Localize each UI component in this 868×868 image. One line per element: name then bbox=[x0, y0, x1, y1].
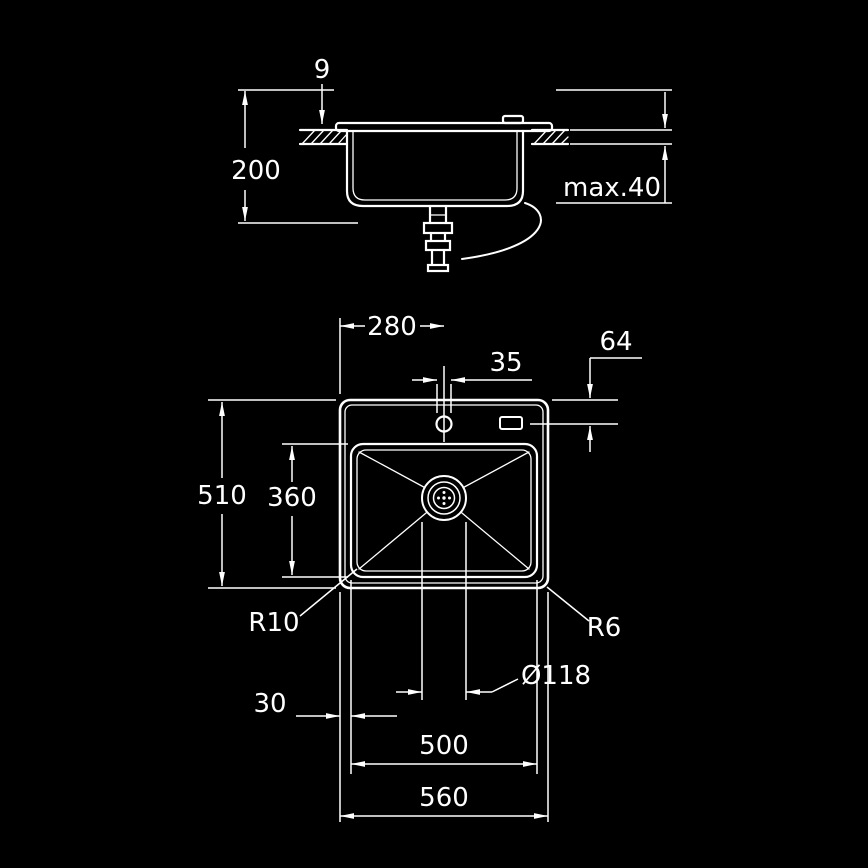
dim-label-510: 510 bbox=[197, 481, 247, 511]
dim-label-200: 200 bbox=[231, 156, 281, 186]
leader-line-r10 bbox=[299, 568, 358, 617]
remote-control-hole bbox=[499, 416, 523, 430]
dim-label-280: 280 bbox=[367, 312, 417, 342]
leader-line-118 bbox=[491, 678, 519, 693]
dim-label-9: 9 bbox=[314, 55, 331, 85]
side-view-dimensions bbox=[238, 84, 672, 224]
bowl-outer-wall bbox=[345, 129, 525, 208]
drain-trap bbox=[422, 204, 454, 273]
leader-line-r6 bbox=[546, 586, 590, 622]
side-view bbox=[298, 114, 570, 273]
dim-label-max40: max.40 bbox=[563, 173, 661, 203]
top-view-dimensions bbox=[208, 318, 642, 822]
dim-label-500: 500 bbox=[419, 731, 469, 761]
sink-rim-section bbox=[334, 121, 554, 133]
dim-label-dia118: Ø118 bbox=[521, 661, 591, 691]
bowl-inner-wall bbox=[352, 130, 518, 201]
dim-label-64: 64 bbox=[599, 327, 632, 357]
remote-control-section bbox=[501, 114, 525, 125]
drain-strainer bbox=[421, 475, 467, 521]
dim-label-30: 30 bbox=[253, 689, 286, 719]
counter-left-hatch bbox=[301, 129, 348, 145]
bowl-bottom-edge bbox=[356, 449, 532, 572]
overflow-hose bbox=[461, 202, 542, 260]
bowl-outline bbox=[349, 442, 539, 579]
radius-label-r6: R6 bbox=[587, 613, 622, 643]
dim-label-35: 35 bbox=[489, 348, 522, 378]
dim-label-360: 360 bbox=[267, 483, 317, 513]
dimension-labels: 9 200 max.40 280 35 64 510 360 R10 R6 Ø1… bbox=[197, 55, 661, 813]
radius-label-r10: R10 bbox=[248, 608, 299, 638]
dim-label-560: 560 bbox=[419, 783, 469, 813]
counter-right-hatch bbox=[533, 129, 569, 145]
